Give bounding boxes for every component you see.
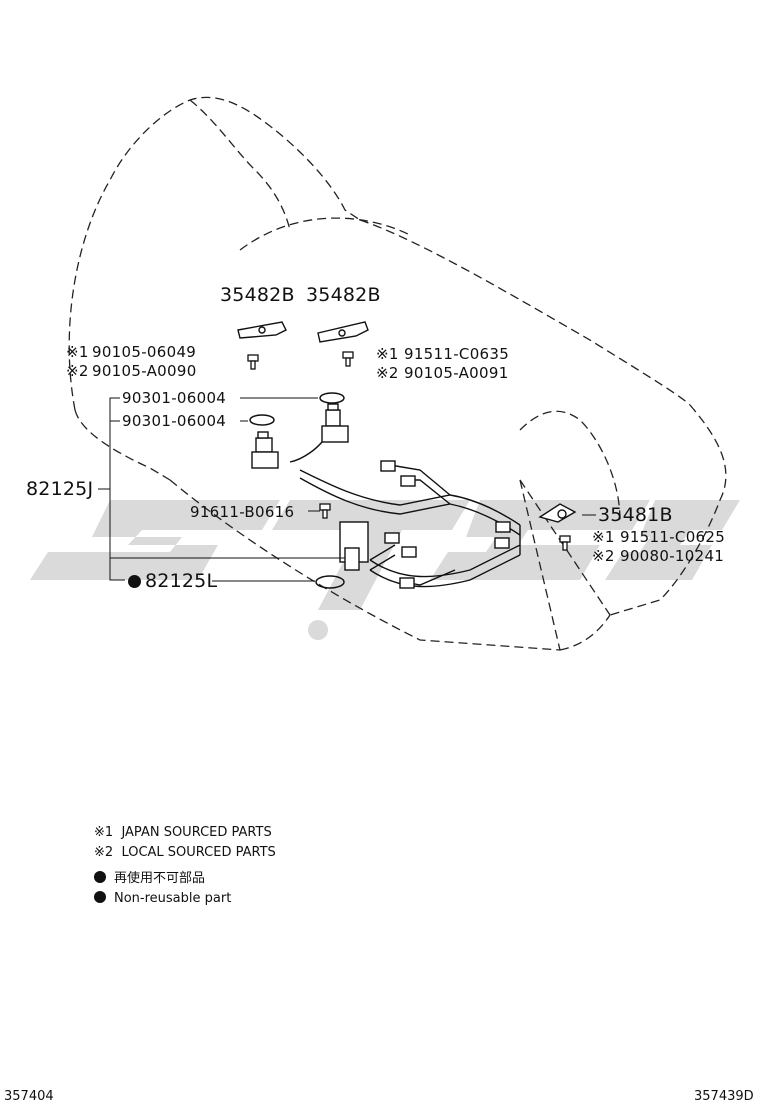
- speed-sensor-right: [321, 403, 349, 443]
- note-mark-2-bottom: ※2: [592, 547, 615, 565]
- label-35482b-left: 35482B: [220, 284, 295, 306]
- label-91611-b0616: 91611-B0616: [190, 503, 295, 521]
- footer-right-code: 357439D: [694, 1089, 754, 1104]
- legend-dot-icon-2: [94, 891, 106, 903]
- legend-dot-icon: [94, 871, 106, 883]
- label-82125l-text: 82125L: [145, 570, 218, 592]
- legend-non-reusable-jp: 再使用不可部品: [94, 870, 205, 888]
- transmission-housing: [68, 96, 727, 651]
- note-mark-1-right: ※1: [376, 345, 399, 363]
- bracket-35482b-left: [237, 321, 287, 339]
- legend-japan-text: JAPAN SOURCED PARTS: [121, 825, 272, 840]
- note-mark-2-right: ※2: [376, 364, 399, 382]
- label-90105-06049: 90105-06049: [92, 343, 197, 361]
- legend-mark-2: ※2: [94, 845, 114, 860]
- legend-mark-1: ※1: [94, 825, 114, 840]
- connectors: [339, 460, 511, 589]
- legend-japan: ※1 JAPAN SOURCED PARTS: [94, 824, 272, 842]
- label-35481b: 35481B: [598, 504, 673, 526]
- label-90105-a0090: 90105-A0090: [92, 362, 197, 380]
- label-90105-a0091: 90105-A0091: [404, 364, 509, 382]
- label-35482b-right: 35482B: [306, 284, 381, 306]
- watermark-logo: [30, 500, 740, 640]
- legend-local-text: LOCAL SOURCED PARTS: [121, 845, 276, 860]
- label-91511-c0625: 91511-C0625: [620, 528, 726, 546]
- leader-lines: [98, 397, 596, 582]
- label-91511-c0635: 91511-C0635: [404, 345, 510, 363]
- o-rings: [249, 392, 345, 589]
- label-90301-06004-b: 90301-06004: [122, 412, 227, 430]
- bolts: [247, 351, 571, 551]
- bracket-35481b: [538, 503, 577, 523]
- label-82125j: 82125J: [26, 478, 94, 500]
- speed-sensor-left: [251, 431, 279, 469]
- legend-non-reusable-en-text: Non-reusable part: [114, 891, 232, 906]
- label-82125l: 82125L: [128, 570, 217, 592]
- legend-local: ※2 LOCAL SOURCED PARTS: [94, 844, 276, 862]
- bracket-35482b-right: [317, 321, 369, 343]
- note-mark-2-left: ※2: [66, 362, 89, 380]
- legend-non-reusable-en: Non-reusable part: [94, 890, 231, 908]
- footer-left-code: 357404: [4, 1089, 54, 1104]
- label-90080-10241: 90080-10241: [620, 547, 725, 565]
- note-mark-1-left: ※1: [66, 343, 89, 361]
- legend-non-reusable-jp-text: 再使用不可部品: [114, 871, 206, 886]
- note-mark-1-bottom: ※1: [592, 528, 615, 546]
- non-reusable-dot-icon: [128, 575, 141, 588]
- label-90301-06004-a: 90301-06004: [122, 389, 227, 407]
